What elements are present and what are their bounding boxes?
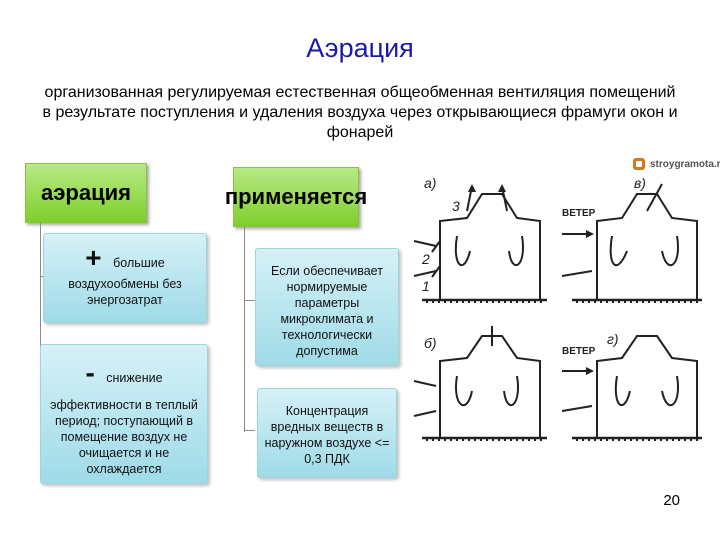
applies-header: применяется bbox=[225, 167, 367, 227]
minus-word: снижение bbox=[106, 371, 163, 385]
site-logo: stroygramota.ru bbox=[632, 157, 720, 171]
building-b bbox=[413, 326, 547, 441]
page-number: 20 bbox=[663, 492, 680, 509]
plus-word: большие bbox=[113, 256, 165, 270]
building-g bbox=[561, 335, 702, 441]
left-branch-1 bbox=[40, 276, 43, 277]
minus-text: эффективности в теплый период; поступающ… bbox=[50, 398, 198, 476]
aeration-header: аэрация bbox=[25, 163, 147, 223]
left-tree-line bbox=[40, 222, 41, 414]
right-branch-2 bbox=[244, 430, 255, 431]
right-branch-1 bbox=[244, 300, 255, 301]
advantage-card: + большие воздухообмены без энергозатрат bbox=[43, 233, 207, 323]
plus-symbol: + bbox=[85, 242, 102, 273]
label-a: а) bbox=[424, 175, 436, 191]
label-g: г) bbox=[607, 331, 619, 347]
label-v: в) bbox=[634, 175, 646, 191]
label-n3: 3 bbox=[452, 198, 460, 214]
logo-text: stroygramota.ru bbox=[650, 158, 720, 170]
page-title: Аэрация bbox=[306, 33, 414, 63]
applies-header-label: применяется bbox=[224, 184, 368, 209]
logo-icon bbox=[633, 158, 645, 170]
building-v bbox=[561, 183, 702, 303]
disadvantage-card: - снижение эффективности в теплый период… bbox=[40, 344, 208, 484]
label-b: б) bbox=[424, 335, 437, 351]
wind-label-top: ВЕТЕР bbox=[562, 208, 596, 219]
label-n2: 2 bbox=[421, 251, 430, 267]
right-tree-line bbox=[244, 226, 245, 432]
condition-card-1: Если обеспечивает нормируемые параметры … bbox=[255, 248, 399, 366]
aeration-diagram: а) в) б) г) 3 2 1 ВЕТЕР ВЕТЕР bbox=[413, 175, 702, 441]
building-a bbox=[413, 184, 547, 303]
label-n1: 1 bbox=[422, 278, 430, 294]
condition-card-2: Концентрация вредных веществ в наружном … bbox=[257, 388, 397, 478]
plus-text: воздухообмены без энергозатрат bbox=[68, 277, 182, 307]
aeration-header-label: аэрация bbox=[41, 180, 131, 205]
minus-symbol: - bbox=[85, 357, 95, 388]
subtitle: организованная регулируемая естественная… bbox=[42, 84, 678, 141]
condition-card-1-text: Если обеспечивает нормируемые параметры … bbox=[271, 264, 383, 358]
condition-card-2-text: Концентрация вредных веществ в наружном … bbox=[264, 404, 390, 466]
wind-label-bottom: ВЕТЕР bbox=[562, 346, 596, 357]
